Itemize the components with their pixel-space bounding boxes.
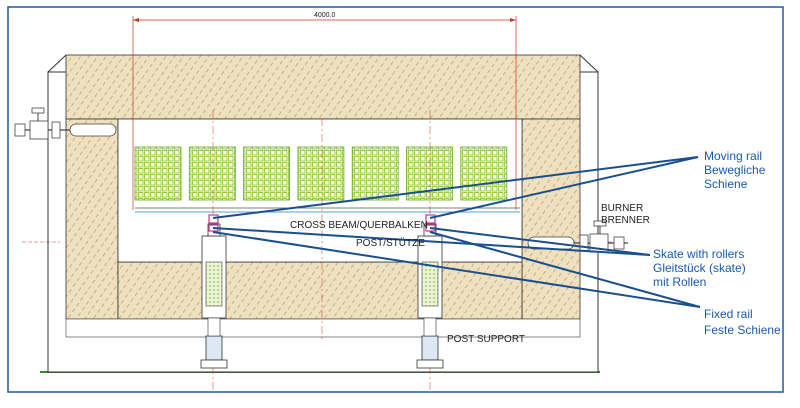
burner-label: BURNER	[601, 203, 643, 214]
callout-moving-rail-1: Moving rail	[704, 149, 762, 163]
post-support-label: POST SUPPORT	[447, 334, 525, 345]
leader-skate-left	[212, 227, 651, 256]
housing-slope-right	[579, 54, 599, 73]
brenner-label: BRENNER	[601, 215, 650, 226]
leader-moving-rail-left	[212, 156, 699, 219]
housing-slope-left	[47, 54, 67, 73]
leader-lines	[212, 156, 701, 308]
frame-border	[7, 6, 784, 393]
load-block	[188, 146, 236, 201]
dimension-line	[132, 16, 517, 210]
leader-fixed-rail-left	[212, 231, 701, 308]
moving-rail-right	[425, 214, 436, 224]
load-grid	[134, 146, 508, 201]
refractory-roof	[65, 54, 581, 120]
cross-beam-label: CROSS BEAM/QUERBALKEN	[290, 220, 428, 231]
post-left	[200, 223, 228, 369]
post-support-left	[205, 335, 223, 361]
callout-skate-1: Skate with rollers	[653, 247, 744, 261]
callout-fixed-rail-2: Feste Schiene	[704, 323, 781, 337]
dimension-label: 4000.0	[314, 12, 336, 19]
load-block	[406, 146, 453, 201]
load-block	[351, 146, 399, 201]
leader-fixed-rail-right	[429, 231, 701, 308]
callout-skate-3: mit Rollen	[653, 275, 706, 289]
load-block	[243, 146, 291, 201]
post-label: POST/STÜTZE	[356, 237, 425, 249]
callout-moving-rail-2: Bewegliche	[704, 163, 766, 177]
callout-skate-2: Gleitstück (skate)	[653, 261, 746, 275]
load-block	[297, 146, 345, 201]
load-block	[134, 146, 182, 201]
refractory-wall-left	[65, 118, 119, 320]
callout-fixed-rail-1: Fixed rail	[704, 307, 753, 321]
base-band	[65, 318, 581, 338]
leader-moving-rail-right	[429, 156, 699, 219]
callout-moving-rail-3: Schiene	[704, 177, 748, 191]
load-block	[460, 146, 508, 201]
leader-skate-right	[429, 227, 651, 256]
refractory-hearth	[117, 261, 523, 320]
moving-rail-left	[208, 214, 219, 224]
post-support-right	[421, 335, 439, 361]
refractory-wall-right	[521, 118, 581, 320]
post-right	[416, 223, 444, 369]
burner-left	[14, 107, 117, 140]
